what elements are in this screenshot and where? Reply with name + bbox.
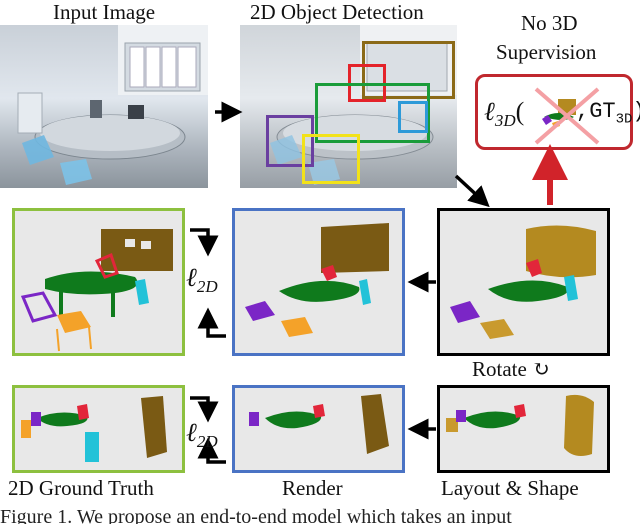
layout-panel-top: [437, 208, 610, 356]
loss-3d: ℓ3D(: [484, 97, 525, 131]
rotate-label: Rotate ↻: [472, 357, 550, 381]
gt-label: 2D Ground Truth: [8, 476, 154, 500]
bbox-cabinet: [362, 41, 455, 99]
cross-mark: [534, 87, 600, 145]
gt-panel-top: [12, 208, 185, 356]
input-photo: [0, 25, 208, 188]
bbox-table: [315, 83, 430, 143]
arrow-loss-top-up: [190, 228, 219, 257]
render-scene-top: [245, 223, 389, 337]
office-scene: [17, 25, 208, 185]
no-3d-label: No 3D: [521, 11, 578, 35]
gt-panel-bottom: [12, 385, 185, 473]
layout-scene-top: [450, 225, 596, 339]
detection-photo: [240, 25, 457, 188]
render-label: Render: [282, 476, 343, 500]
detection-label: 2D Object Detection: [250, 0, 424, 24]
arrow-detection-to-layout: [454, 174, 490, 208]
input-image-label: Input Image: [53, 0, 156, 24]
layout-shape-label: Layout & Shape: [441, 476, 579, 500]
loss-2d-bottom: ℓ2D: [186, 418, 218, 452]
figure-caption: Figure 1. We propose an end-to-end model…: [0, 506, 512, 524]
supervision-label: Supervision: [496, 40, 597, 64]
arrow-loss-bottom-down: [197, 437, 226, 464]
layout-scene-bottom: [446, 394, 594, 456]
render-panel-top: [232, 208, 405, 356]
bbox-blue-chair: [398, 101, 428, 133]
arrow-loss-bottom-up: [190, 396, 219, 423]
loss-2d-top: ℓ2D: [186, 263, 218, 297]
gt-scene-top: [20, 229, 173, 352]
render-scene-bottom: [249, 394, 389, 454]
bbox-yellow-chair: [302, 134, 360, 184]
arrow-loss-top-down: [197, 307, 226, 338]
layout-panel-bottom: [437, 385, 610, 473]
bbox-purple-chair: [266, 115, 314, 167]
gt-scene-bottom: [21, 396, 167, 462]
render-panel-bottom: [232, 385, 405, 473]
no-supervision-box: ℓ3D( ,GT3D): [475, 74, 640, 150]
